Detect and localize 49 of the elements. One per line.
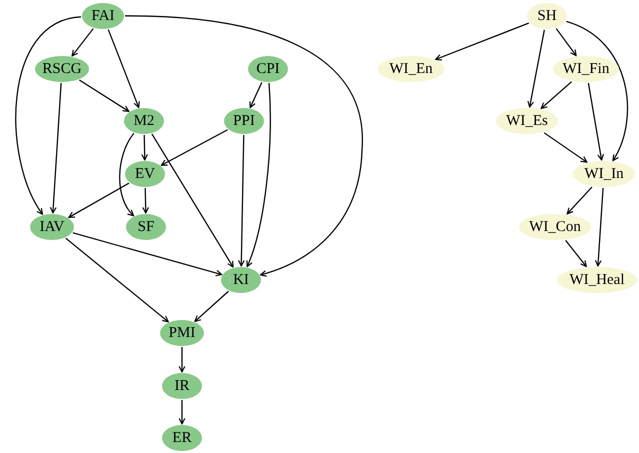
arrow — [65, 238, 169, 322]
ellipse-node: M2 — [124, 108, 164, 134]
ellipse-node: WI_Fin — [553, 56, 619, 82]
arrow — [79, 79, 130, 112]
arrow — [178, 347, 186, 373]
arrow — [50, 82, 62, 214]
arrow — [151, 134, 234, 268]
ellipse-node: PPI — [224, 108, 264, 134]
ellipse-node: IR — [162, 373, 202, 399]
ellipse-node: SH — [527, 3, 567, 29]
arrow — [142, 188, 149, 214]
ellipse-node: RSCG — [35, 56, 89, 82]
arrow — [178, 400, 186, 425]
arrow — [565, 240, 587, 268]
ellipse-node: WI_In — [573, 161, 635, 187]
arrow — [556, 28, 577, 56]
ellipse-node: WI_En — [378, 56, 444, 82]
arrow — [246, 82, 271, 268]
ellipse-node: KI — [221, 267, 261, 293]
ellipse-node: WI_Heal — [557, 267, 637, 293]
arrow — [435, 22, 530, 60]
arrow — [544, 132, 588, 163]
arrow — [238, 134, 245, 267]
arrow — [527, 30, 545, 108]
arrow — [566, 186, 592, 214]
ellipse-node: IAV — [30, 214, 74, 240]
ellipse-node: FAI — [82, 3, 124, 29]
arrow — [141, 134, 148, 161]
ellipse-node: WI_Es — [496, 108, 558, 134]
ellipse-node: ER — [162, 425, 202, 451]
arrow — [124, 15, 363, 277]
arrow — [68, 182, 130, 218]
arrow — [160, 129, 228, 166]
arrow — [540, 81, 572, 110]
arrow — [119, 132, 134, 216]
arrow — [194, 290, 229, 322]
arrow — [588, 82, 604, 161]
arrow — [108, 29, 140, 108]
arrow — [15, 16, 82, 215]
arrow — [594, 188, 604, 267]
arrow — [566, 20, 628, 162]
ellipse-node: SF — [126, 214, 166, 240]
ellipse-node: WI_Con — [519, 214, 591, 240]
ellipse-node: EV — [125, 161, 165, 187]
arrow — [72, 232, 222, 276]
arrow — [72, 28, 94, 56]
arrow — [249, 82, 262, 108]
ellipse-node: PMI — [160, 320, 204, 346]
ellipse-node: CPI — [248, 56, 288, 82]
